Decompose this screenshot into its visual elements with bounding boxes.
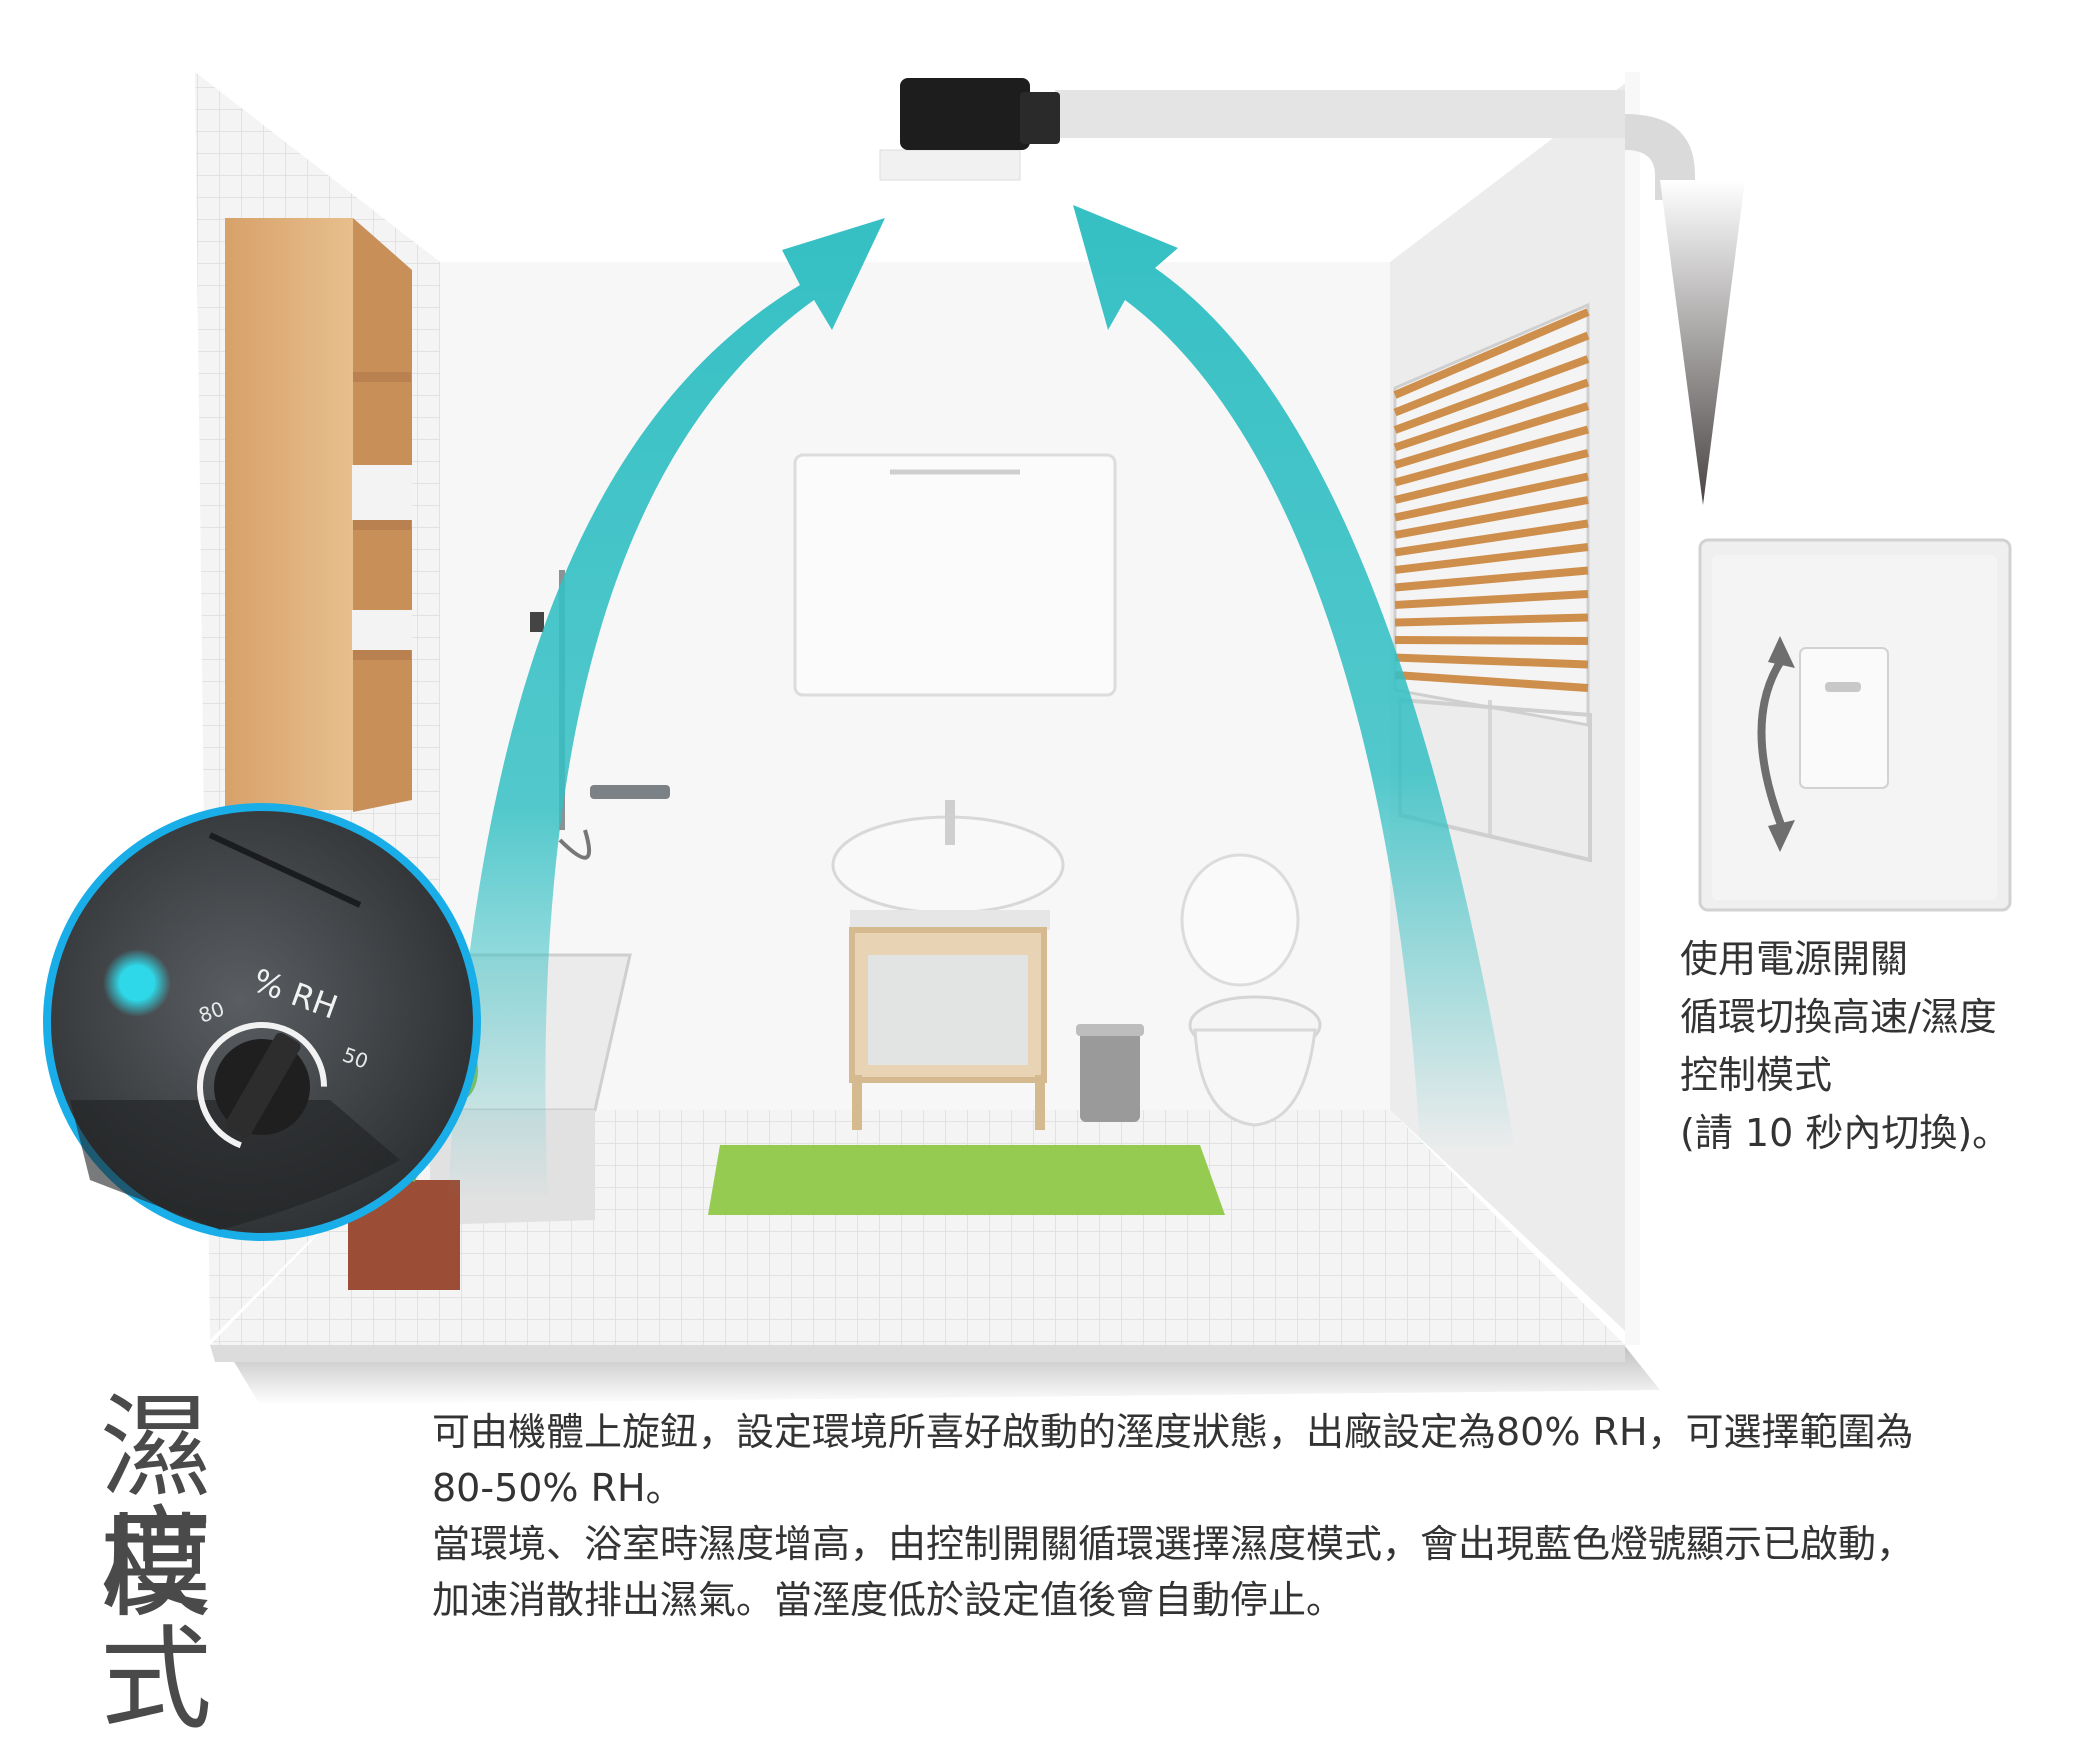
description-line-1: 可由機體上旋鈕，設定環境所喜好啟動的溼度狀態，出廠設定為80% RH，可選擇範圍… <box>432 1410 1914 1454</box>
window-blinds <box>1393 302 1592 863</box>
blind-slat <box>1393 425 1590 487</box>
blind-slat <box>1394 671 1589 692</box>
blind-slat <box>1393 308 1590 399</box>
blind-slat <box>1393 355 1590 434</box>
switch-note-line-2: 循環切換高速/濕度 <box>1680 995 1997 1039</box>
blind-slat <box>1394 653 1589 669</box>
mode-title-line-2: 模式 <box>100 1503 218 1745</box>
blind-slat <box>1394 543 1589 574</box>
blind-slat <box>1394 566 1589 592</box>
blind-slat <box>1394 472 1589 522</box>
dial-knob[interactable] <box>223 1031 302 1140</box>
sink-vanity <box>831 800 1065 1130</box>
description-line-2: 80-50% RH。 <box>432 1466 684 1510</box>
blind-slat <box>1393 402 1590 469</box>
exhaust-down-arrow <box>1660 180 1745 505</box>
toilet <box>1180 853 1322 1127</box>
blind-slat <box>1394 613 1589 627</box>
airflow-arrow-left <box>448 218 885 1200</box>
bathroom-illustration <box>195 72 2012 1362</box>
wall-shelf <box>225 218 412 812</box>
blind-slat <box>1393 331 1590 417</box>
airflow-arrow-right <box>1073 205 1515 1150</box>
exhaust-fan-icon <box>879 78 1060 181</box>
humidity-dial-inset: % RH 80 50 <box>43 803 481 1241</box>
description-line-4: 加速消散排出濕氣。當溼度低於設定值後會自動停止。 <box>432 1578 1345 1622</box>
switch-note-line-3: 控制模式 <box>1680 1053 1833 1097</box>
blind-slat <box>1393 378 1590 452</box>
bath-mat <box>708 1145 1225 1215</box>
blind-slat <box>1394 590 1589 609</box>
switch-note-line-1: 使用電源開關 <box>1680 937 1909 981</box>
mirror <box>793 453 1117 697</box>
blind-slat <box>1394 496 1589 539</box>
blind-slat <box>1394 636 1589 645</box>
blind-slat <box>1394 449 1589 504</box>
blind-slat <box>1394 519 1589 557</box>
mode-title-line-1: 濕度 <box>100 1383 218 1625</box>
wall-switch-icon <box>1698 538 2012 912</box>
trash-bin <box>1076 1024 1144 1122</box>
switch-instructions: 使用電源開關 循環切換高速/濕度 控制模式 (請 10 秒內切換)。 <box>1680 930 2060 1162</box>
mode-description: 可由機體上旋鈕，設定環境所喜好啟動的溼度狀態，出廠設定為80% RH，可選擇範圍… <box>432 1404 2032 1628</box>
switch-note-line-4: (請 10 秒內切換)。 <box>1680 1111 2011 1155</box>
description-line-3: 當環境、浴室時濕度增高，由控制開關循環選擇濕度模式，會出現藍色燈號顯示已啟動， <box>432 1522 1915 1566</box>
